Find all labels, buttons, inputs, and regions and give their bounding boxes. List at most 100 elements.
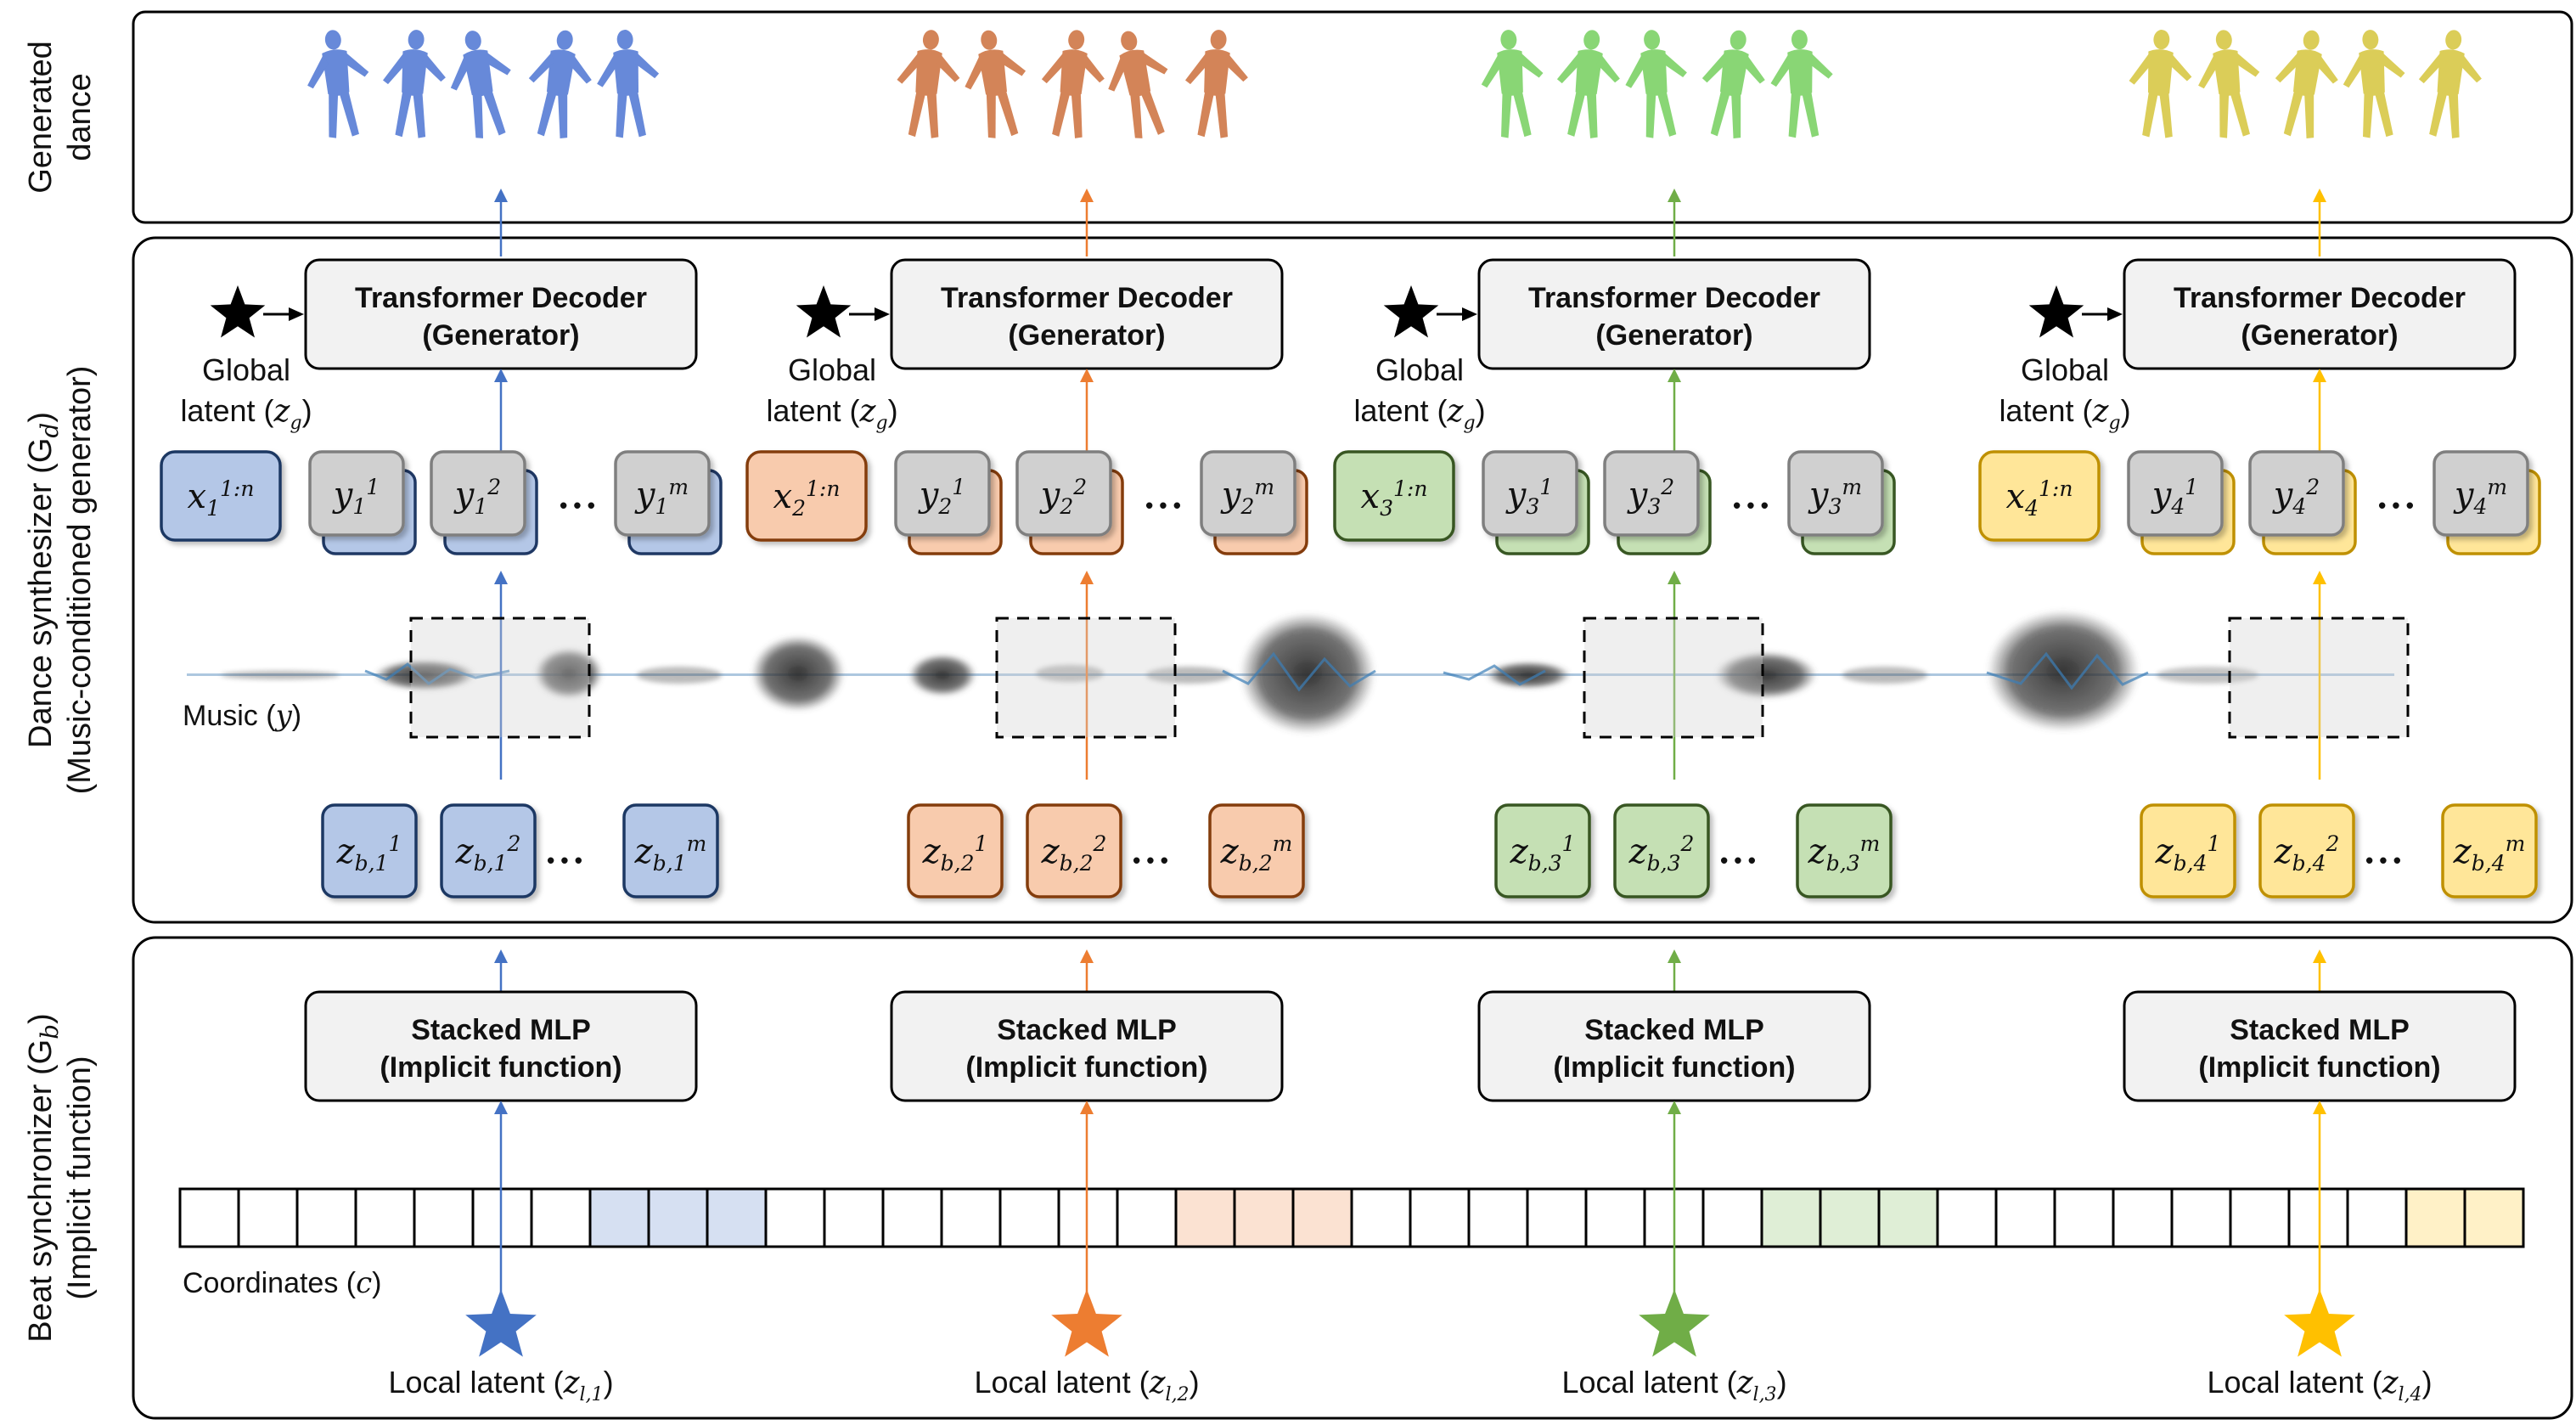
beat-latent-token [622,803,719,898]
mlp-subtitle: (Implicit function) [1553,1051,1795,1084]
global-latent-label: Global [1375,352,1464,387]
music-token-label: y1m [634,475,689,519]
dance-seed-token-label: x41:n [2006,476,2073,521]
coordinate-strip [178,1187,2525,1248]
token-ellipsis: • • • [1145,493,1181,518]
beat-latent-token-label: zb,32 [1628,831,1695,876]
generated-dance-panel [132,10,2573,224]
mlp-to-beat-latent-arrow-head [1080,949,1094,963]
panel-label-line: (Music-conditioned generator) [62,366,98,795]
beat-synchronizer-panel [132,936,2573,1420]
coordinate-cell [2287,1187,2349,1248]
mlp-to-beat-latent-arrow-head [494,949,508,963]
mlp-subtitle: (Implicit function) [965,1051,1207,1084]
dancer-figure [897,30,960,138]
music-token-label: y42 [2272,475,2320,519]
coordinate-cell [823,1187,885,1248]
beat-latent-token-label: zb,31 [1510,831,1576,876]
dancer-figure [1108,31,1168,138]
global-latent-arrowhead [1462,307,1477,321]
decoder-title: Transformer Decoder [1528,282,1820,314]
music-token-label: y22 [1039,475,1087,519]
local-latent-label: Local latent (zl,1) [388,1365,613,1405]
beat-latent-token-label: zb,42 [2274,831,2340,876]
global-latent-star [1383,285,1439,338]
local-latent-to-mlp-arrow-head [1080,1101,1094,1114]
coordinate-cell [2346,1187,2408,1248]
token-to-decoder-arrow-head [1668,369,1681,382]
transformer-decoder-box [1477,258,1871,370]
dance-seed-token [745,450,868,542]
dancer-figure [1041,30,1105,138]
beat-latent-token-label: zb,12 [455,831,521,876]
music-token [2248,450,2345,537]
music-token-label: y31 [1505,475,1553,519]
coordinate-cell [1994,1187,2056,1248]
dancer-figure [1770,29,1833,138]
coordinate-cell [2112,1187,2174,1248]
decoder-subtitle: (Generator) [1008,319,1165,352]
decoder-to-dance-arrow-head [494,189,508,202]
coordinate-cell [413,1187,475,1248]
token-ellipsis: • • • [1720,848,1756,873]
segment-2: Transformer Decoder(Generator)Globallate… [745,30,1308,1405]
dance-seed-token-label: x31:n [1361,476,1428,521]
dancer-figure [307,30,369,138]
beat-latent-token-label: zb,11 [336,831,402,876]
decoder-to-dance-arrow-head [2313,189,2326,202]
coordinate-cell [998,1187,1060,1248]
panel-label-line: Dance synthesizer (Gd) [23,412,64,748]
beat-latent-token-label: zb,21 [922,831,988,876]
coordinate-cell [1409,1187,1471,1248]
global-latent-label: Global [202,352,290,387]
coordinate-cell [354,1187,416,1248]
panel-label-line: (Implicit function) [62,1056,98,1299]
coordinate-cell [1291,1187,1353,1248]
token-ellipsis: • • • [1733,493,1769,518]
mlp-subtitle: (Implicit function) [2198,1051,2440,1084]
token-ellipsis: • • • [2365,848,2401,873]
coordinate-cell [1701,1187,1763,1248]
transformer-decoder-box [890,258,1284,370]
music-token-label: y3m [1808,475,1862,519]
coordinate-cell [1819,1187,1881,1248]
local-latent-star [1639,1289,1710,1357]
beat-latent-token [1796,803,1893,898]
coordinate-cell [2170,1187,2232,1248]
music-token [1603,450,1700,537]
dancer-figure [1701,30,1765,139]
dance-synthesizer-panel [132,236,2573,924]
coordinate-cell [178,1187,240,1248]
transformer-decoder-box [2123,258,2517,370]
stacked-mlp-box [1477,990,1871,1102]
dance-seed-token [1978,450,2101,542]
segment-4: Transformer Decoder(Generator)Globallate… [1978,30,2541,1405]
music-token-label: y12 [453,475,501,519]
segment-3: Transformer Decoder(Generator)Globallate… [1333,29,1896,1405]
dancer-figure [450,31,511,138]
music-label: Music (y) [183,699,301,733]
global-latent-star [796,285,852,338]
dance-seed-token-label: x21:n [773,476,841,521]
dance-seed-token-label: x11:n [188,476,255,521]
coordinate-cell [1233,1187,1295,1248]
decoder-title: Transformer Decoder [355,282,647,314]
dancer-figure [597,30,660,138]
stacked-mlp-box [890,990,1284,1102]
music-token [1482,450,1578,537]
music-token-label: y11 [332,475,380,519]
mlp-title: Stacked MLP [997,1014,1177,1046]
music-token-label: y32 [1627,475,1674,519]
local-latent-label: Local latent (zl,2) [974,1365,1199,1405]
decoder-subtitle: (Generator) [2241,319,2398,352]
beat-latent-token-label: zb,1m [634,831,707,876]
dancer-figure [2129,30,2192,138]
beat-latent-to-token-arrow-head [1080,571,1094,584]
coordinate-cell [1116,1187,1178,1248]
decoder-to-dance-arrow-head [1080,189,1094,202]
coordinate-cell [530,1187,592,1248]
global-latent-arrowhead [289,307,304,321]
generated-dance-label: Generated dance [23,41,98,194]
global-latent-label: latent (zg) [1999,393,2130,434]
